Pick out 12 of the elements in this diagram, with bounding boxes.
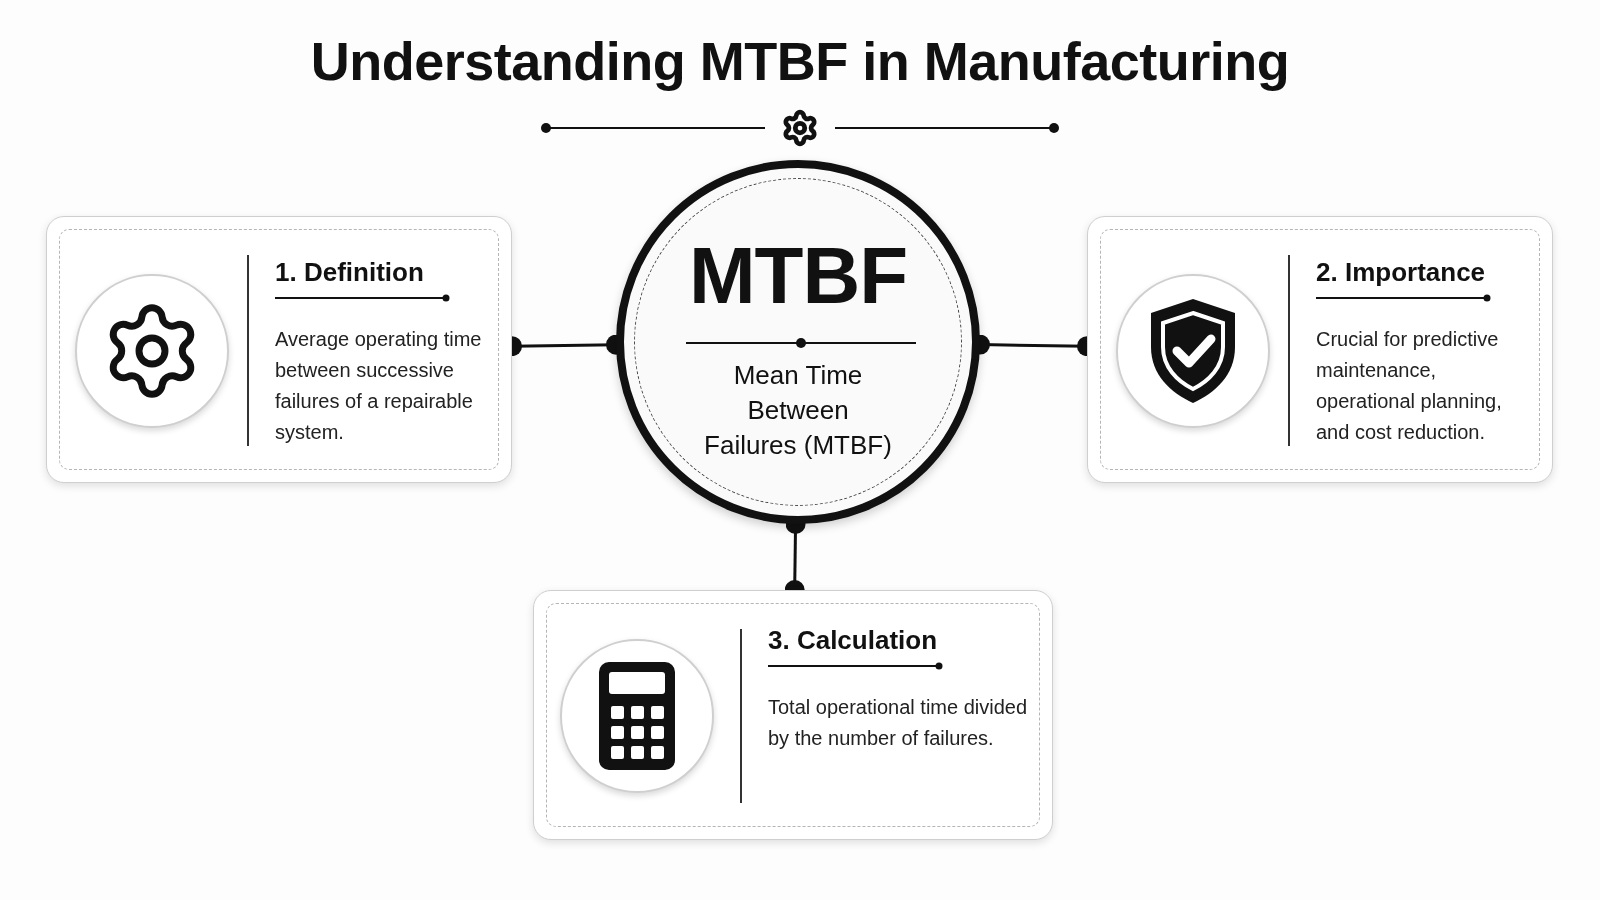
info-card <box>1087 216 1553 483</box>
title: Understanding MTBF in Manufacturing <box>309 30 1291 92</box>
card-description: Total operational time divided by the number of failures. <box>768 695 1029 751</box>
info-card <box>46 216 512 483</box>
acronym-text: MTBF <box>687 230 909 322</box>
card-description: Crucial for predictive maintenance, operational planning, and cost reduction. <box>1316 327 1503 445</box>
card-heading: 1. Definition <box>275 257 425 288</box>
card-description: Average operating time between successive failures of a repairable system. <box>275 327 483 445</box>
info-card <box>533 590 1053 840</box>
card-heading: 2. Importance <box>1316 257 1487 288</box>
full-name-text: Mean Time Between Failures (MTBF) <box>704 359 892 462</box>
card-heading: 3. Calculation <box>768 625 939 656</box>
